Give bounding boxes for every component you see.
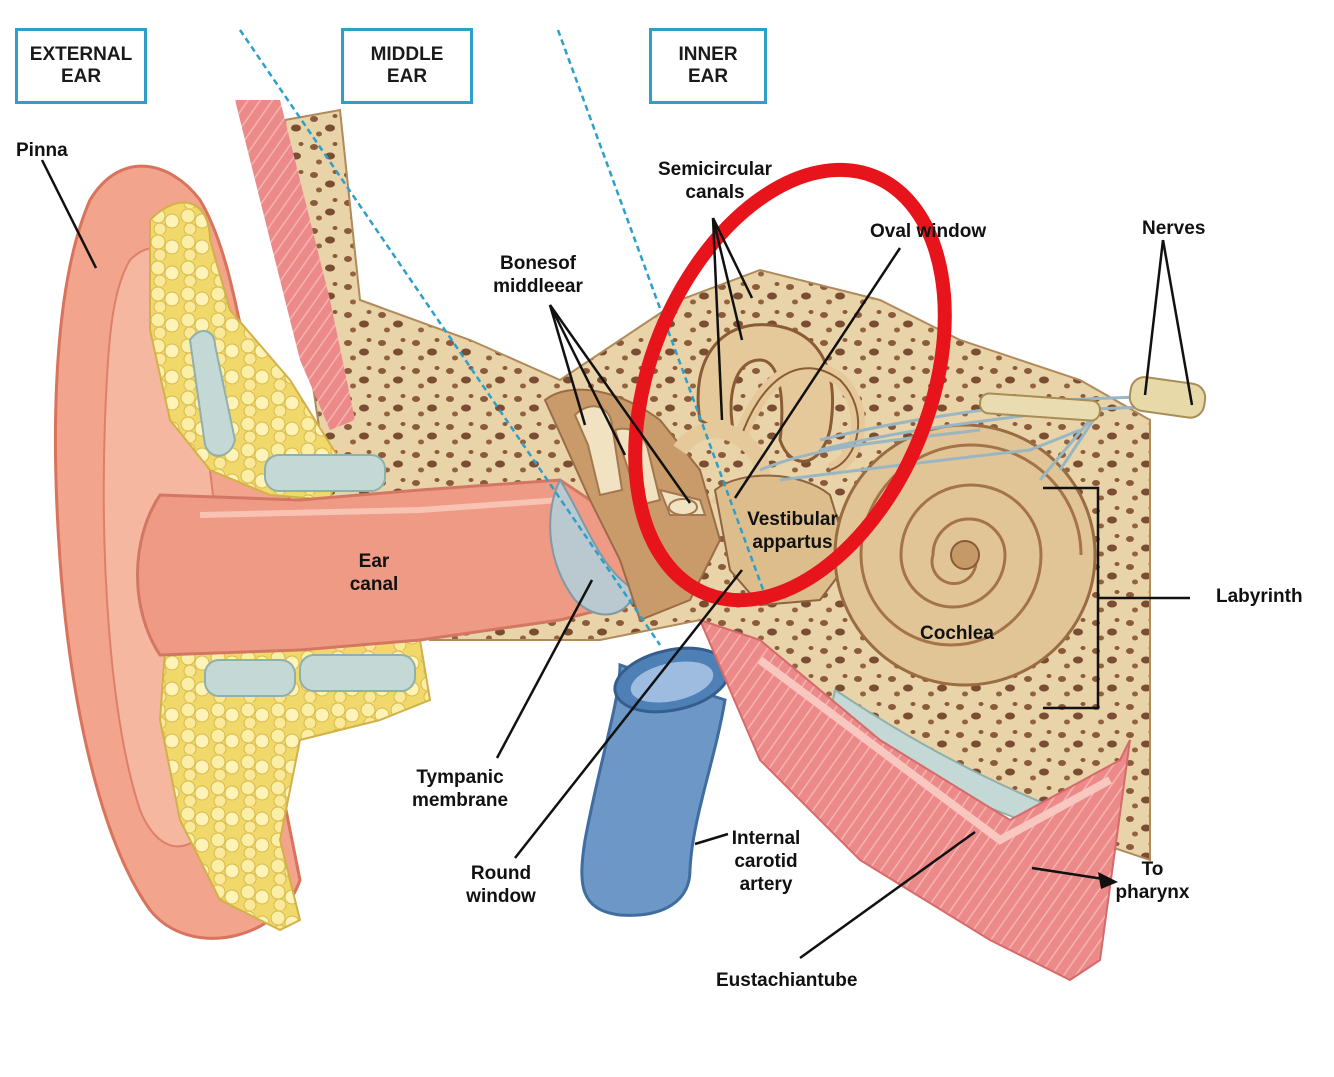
label-vestibular-line2: appartus: [752, 532, 833, 553]
tube-highlight: [757, 656, 1112, 845]
eustachian-tube-shape: [698, 618, 1131, 982]
label-cochlea: Cochlea: [920, 623, 994, 644]
label-ear-canal: Ear canal: [338, 550, 410, 596]
label-tympanic-line2: membrane: [411, 790, 509, 811]
nerve-trunk: [979, 376, 1207, 422]
label-pharynx-line1: To: [1141, 859, 1164, 880]
pharynx-arrowhead: [1098, 872, 1118, 889]
label-tympanic-membrane: Tympanic membrane: [400, 766, 520, 812]
region-inner-line1: INNER: [678, 44, 738, 65]
label-to-pharynx: To pharynx: [1105, 858, 1200, 904]
label-vestibular-apparatus: Vestibular appartus: [735, 508, 850, 554]
label-semicircular-line2: canals: [685, 182, 745, 203]
label-ear-canal-line1: Ear: [358, 551, 390, 572]
region-middle-line2: EAR: [386, 66, 428, 87]
label-bones-line2: middleear: [493, 276, 583, 297]
label-nerves: Nerves: [1142, 218, 1206, 239]
carotid-artery-shape: [580, 646, 731, 917]
label-oval-window: Oval window: [870, 221, 987, 242]
label-labyrinth: Labyrinth: [1216, 586, 1303, 607]
label-semicircular-line1: Semicircular: [657, 159, 773, 180]
region-external-line2: EAR: [60, 66, 102, 87]
label-bones-line1: Bonesof: [500, 253, 576, 274]
label-eustachian-tube: Eustachiantube: [716, 970, 858, 991]
muscle-band: [235, 100, 355, 430]
label-vestibular-line1: Vestibular: [747, 509, 838, 530]
label-internal-carotid-artery: Internal carotid artery: [720, 827, 812, 896]
label-bones-of-middle-ear: Bonesof middleear: [478, 252, 598, 298]
label-carotid-line2: carotid: [734, 851, 798, 872]
label-round-window-line1: Round: [470, 863, 532, 884]
region-inner-line2: EAR: [687, 66, 729, 87]
label-pinna: Pinna: [16, 140, 68, 161]
region-external-line1: EXTERNAL: [29, 44, 133, 65]
label-ear-canal-line2: canal: [349, 574, 399, 595]
leader-lines: [40, 159, 1194, 960]
label-carotid-line3: artery: [739, 874, 793, 895]
cochlea-shape: [833, 423, 1097, 687]
fat-tissue-lower: [158, 638, 432, 932]
fat-tissue-upper: [149, 201, 342, 502]
label-pharynx-line2: pharynx: [1115, 882, 1190, 903]
label-semicircular-canals: Semicircular canals: [650, 158, 780, 204]
label-round-window: Round window: [455, 862, 547, 908]
region-middle-line1: MIDDLE: [370, 44, 444, 65]
ossicles: [573, 405, 707, 516]
label-carotid-line1: Internal: [731, 828, 801, 849]
highlight-ring: [628, 162, 952, 608]
cartilage: [188, 330, 1062, 832]
label-tympanic-line1: Tympanic: [416, 767, 504, 788]
label-round-window-line2: window: [466, 886, 536, 907]
canal-highlight: [199, 497, 561, 518]
